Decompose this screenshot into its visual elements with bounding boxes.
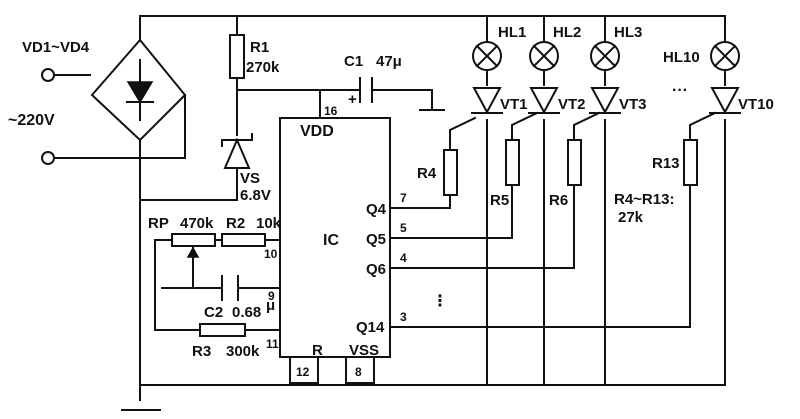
label-vs-value: 6.8V xyxy=(240,187,271,204)
pin-4: 4 xyxy=(400,251,407,265)
thyristor-vt1 xyxy=(471,87,503,115)
pin-12: 12 xyxy=(296,365,310,379)
label-rp-name: RP xyxy=(148,215,169,232)
label-r2-value: 10k xyxy=(256,215,282,232)
label-ellipsis-vertical: ⋮ xyxy=(432,293,448,310)
pin-11: 11 xyxy=(266,337,279,351)
label-c2-value: 0.68 xyxy=(232,304,261,321)
label-r-range-value: 27k xyxy=(618,209,644,226)
label-q6: Q6 xyxy=(366,261,386,278)
ic-pin-12-box xyxy=(289,356,319,384)
label-c1-name: C1 xyxy=(344,53,363,70)
label-c1-plus: + xyxy=(348,91,357,108)
pin-9: 9 xyxy=(268,289,275,303)
thyristor-vt3 xyxy=(589,87,621,115)
label-r5: R5 xyxy=(490,192,509,209)
resistor-r4 xyxy=(443,149,458,196)
pin-7: 7 xyxy=(400,191,407,205)
label-r3-name: R3 xyxy=(192,343,211,360)
label-ic: IC xyxy=(323,232,339,249)
ac-terminal-top xyxy=(41,68,55,82)
lamp-hl2 xyxy=(529,41,559,71)
thyristor-vt10 xyxy=(709,87,741,115)
label-vss: VSS xyxy=(349,342,379,359)
capacitor-c2 xyxy=(221,275,239,301)
lamp-hl1 xyxy=(472,41,502,71)
pin-10: 10 xyxy=(264,247,278,261)
label-c1-value: 47μ xyxy=(376,53,402,70)
ic-chip xyxy=(279,117,391,358)
label-vs-name: VS xyxy=(240,170,260,187)
label-r3-value: 300k xyxy=(226,343,260,360)
thyristor-vt2 xyxy=(528,87,560,115)
label-supply-voltage: ~220V xyxy=(8,112,55,129)
label-r4: R4 xyxy=(417,165,437,182)
label-hl1: HL1 xyxy=(498,24,526,41)
label-rp-value: 470k xyxy=(180,215,214,232)
bridge-rectifier xyxy=(41,38,187,165)
label-q4: Q4 xyxy=(366,201,387,218)
pin-8: 8 xyxy=(355,365,362,379)
label-r-pin: R xyxy=(312,342,323,359)
resistor-r3 xyxy=(199,323,246,337)
label-ellipsis-horizontal: ··· xyxy=(672,82,688,99)
label-q14: Q14 xyxy=(356,319,385,336)
label-r13: R13 xyxy=(652,155,680,172)
wiring xyxy=(47,15,726,411)
label-hl3: HL3 xyxy=(614,24,642,41)
label-bridge: VD1~VD4 xyxy=(22,39,90,56)
potentiometer-rp xyxy=(171,233,216,258)
resistor-r13 xyxy=(683,139,698,186)
label-r-range: R4~R13: xyxy=(614,191,674,208)
label-vt2: VT2 xyxy=(558,96,586,113)
label-q5: Q5 xyxy=(366,231,386,248)
lamp-hl3 xyxy=(590,41,620,71)
label-r1-value: 270k xyxy=(246,59,280,76)
label-c2-unit: μ xyxy=(266,297,275,314)
label-hl2: HL2 xyxy=(553,24,581,41)
zener-diode-vs xyxy=(221,133,253,169)
pin-16: 16 xyxy=(324,104,338,118)
label-vt10: VT10 xyxy=(738,96,774,113)
ic-pin-8-box xyxy=(345,356,375,384)
pin-3: 3 xyxy=(400,310,407,324)
label-r6: R6 xyxy=(549,192,568,209)
resistor-r1 xyxy=(229,34,245,79)
ac-terminal-bottom xyxy=(41,151,55,165)
label-vt3: VT3 xyxy=(619,96,647,113)
resistor-r5 xyxy=(505,139,520,186)
label-hl10: HL10 xyxy=(663,49,700,66)
label-c2-name: C2 xyxy=(204,304,223,321)
resistor-r6 xyxy=(567,139,582,186)
label-r1-name: R1 xyxy=(250,39,269,56)
label-vt1: VT1 xyxy=(500,96,528,113)
label-r2-name: R2 xyxy=(226,215,245,232)
label-vdd: VDD xyxy=(300,123,334,140)
capacitor-c1 xyxy=(359,77,373,103)
lamp-hl10 xyxy=(710,41,740,71)
resistor-r2 xyxy=(221,233,266,247)
pin-5: 5 xyxy=(400,221,407,235)
